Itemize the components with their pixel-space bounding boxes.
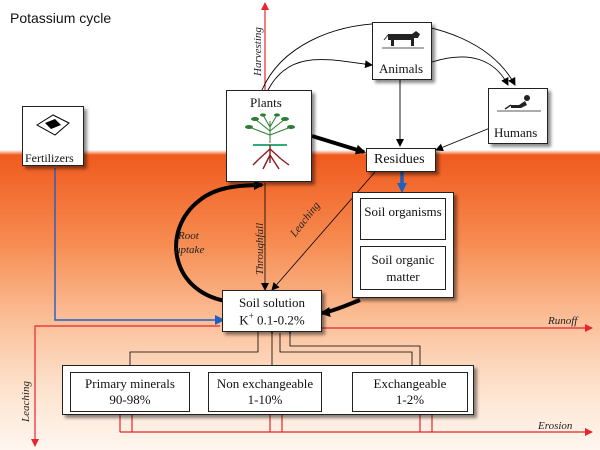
exchangeable-label: Exchangeable bbox=[373, 376, 447, 391]
runoff-label: Runoff bbox=[548, 315, 578, 327]
fertilizer-bag-icon bbox=[36, 114, 70, 136]
cow-icon bbox=[382, 31, 424, 49]
diagram-title: Potassium cycle bbox=[10, 10, 112, 26]
humans-node: Humans bbox=[488, 88, 548, 144]
potassium-symbol: K bbox=[239, 312, 249, 328]
soil-solution-range: 0.1-0.2% bbox=[253, 312, 305, 328]
root-uptake-label-2: uptake bbox=[175, 244, 205, 256]
humans-to-residues-flow bbox=[435, 127, 491, 152]
throughfall-label: Throughfall bbox=[254, 222, 266, 275]
non-exchangeable-node: Non exchangeable 1-10% bbox=[208, 372, 322, 412]
organic-matter-to-solution-flow bbox=[320, 298, 361, 317]
root-uptake-flow bbox=[174, 180, 264, 304]
non-exchangeable-percent: 1-10% bbox=[247, 392, 283, 407]
leaching-inner-flow bbox=[271, 171, 376, 291]
potassium-charge: + bbox=[248, 311, 254, 321]
fertilizers-flow bbox=[54, 168, 225, 325]
plants-to-residues-flow bbox=[311, 134, 366, 155]
soil-solution-node: Soil solution K+ 0.1-0.2% bbox=[222, 290, 322, 332]
residues-label: Residues bbox=[374, 152, 425, 167]
fertilizers-node: Fertilizers bbox=[22, 106, 84, 166]
soil-organisms-node: Soil organisms bbox=[360, 198, 446, 240]
primary-minerals-label: Primary minerals bbox=[85, 376, 175, 391]
soil-solution-concentration: K+ 0.1-0.2% bbox=[223, 311, 321, 328]
soil-organisms-label: Soil organisms bbox=[364, 204, 442, 219]
soil-solution-label: Soil solution bbox=[238, 295, 306, 310]
animals-node: Animals bbox=[372, 22, 432, 80]
leaching-outer-flow bbox=[31, 325, 220, 447]
plant-roots-icon bbox=[245, 113, 295, 170]
humans-label: Humans bbox=[494, 125, 538, 140]
human-icon bbox=[497, 95, 541, 112]
leaching-outer-label: Leaching bbox=[20, 381, 32, 422]
solution-to-primary-flow bbox=[126, 332, 259, 380]
erosion-label: Erosion bbox=[538, 420, 573, 432]
harvesting-label: Harvesting bbox=[252, 27, 264, 76]
soil-organic-matter-node: Soil organic matter bbox=[360, 246, 446, 290]
root-uptake-label-1: Root bbox=[178, 230, 199, 242]
animals-to-humans-flow bbox=[431, 56, 509, 86]
fertilizers-label: Fertilizers bbox=[25, 151, 74, 165]
soil-organic-matter-label: Soil organic matter bbox=[371, 252, 435, 284]
primary-minerals-node: Primary minerals 90-98% bbox=[70, 372, 190, 412]
animals-label: Animals bbox=[379, 61, 424, 76]
exchangeable-node: Exchangeable 1-2% bbox=[352, 372, 468, 412]
residues-node: Residues bbox=[366, 148, 436, 172]
plants-node: Plants bbox=[226, 90, 312, 182]
primary-minerals-percent: 90-98% bbox=[109, 392, 151, 407]
non-exchangeable-label: Non exchangeable bbox=[216, 376, 314, 391]
plants-label: Plants bbox=[250, 95, 282, 110]
plants-to-animals-flow bbox=[267, 59, 373, 91]
exchangeable-percent: 1-2% bbox=[395, 392, 425, 407]
